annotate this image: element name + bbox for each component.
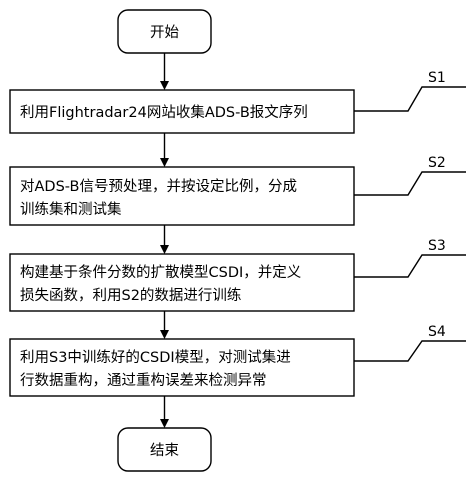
arrowhead-s1 bbox=[160, 81, 169, 90]
step-box-s3 bbox=[9, 253, 355, 312]
step-s1-line-1: 利用Flightradar24网站收集ADS-B报文序列 bbox=[20, 104, 308, 121]
start-label: 开始 bbox=[150, 24, 179, 41]
arrowhead-s4 bbox=[160, 330, 169, 339]
step-box-s2 bbox=[9, 166, 355, 226]
arrowhead-end bbox=[160, 419, 169, 428]
step-s4-line-1: 利用S3中训练好的CSDI模型，对测试集进 bbox=[20, 349, 291, 366]
step-box-s4 bbox=[9, 338, 355, 397]
step-tag-s1: S1 bbox=[428, 70, 446, 86]
end-label: 结束 bbox=[150, 442, 179, 459]
step-s3-line-1: 构建基于条件分数的扩散模型CSDI，并定义 bbox=[20, 264, 301, 281]
step-tag-s2: S2 bbox=[428, 155, 446, 171]
step-box-s1 bbox=[9, 89, 355, 134]
leader-s1 bbox=[354, 86, 466, 112]
step-tag-s3: S3 bbox=[428, 238, 446, 254]
step-s4-line-2: 行数据重构，通过重构误差来检测异常 bbox=[20, 372, 267, 389]
arrowhead-s2 bbox=[160, 158, 169, 167]
end-terminal bbox=[117, 427, 212, 472]
step-tag-s4: S4 bbox=[428, 324, 446, 340]
arrowhead-s3 bbox=[160, 245, 169, 254]
step-s3-line-2: 损失函数，利用S2的数据进行训练 bbox=[20, 287, 241, 304]
step-s2-line-2: 训练集和测试集 bbox=[20, 201, 122, 218]
leader-s3 bbox=[354, 254, 466, 278]
step-s2-line-1: 对ADS-B信号预处理，并按设定比例，分成 bbox=[20, 178, 297, 195]
leader-s4 bbox=[354, 340, 466, 362]
leader-s2 bbox=[354, 171, 466, 196]
